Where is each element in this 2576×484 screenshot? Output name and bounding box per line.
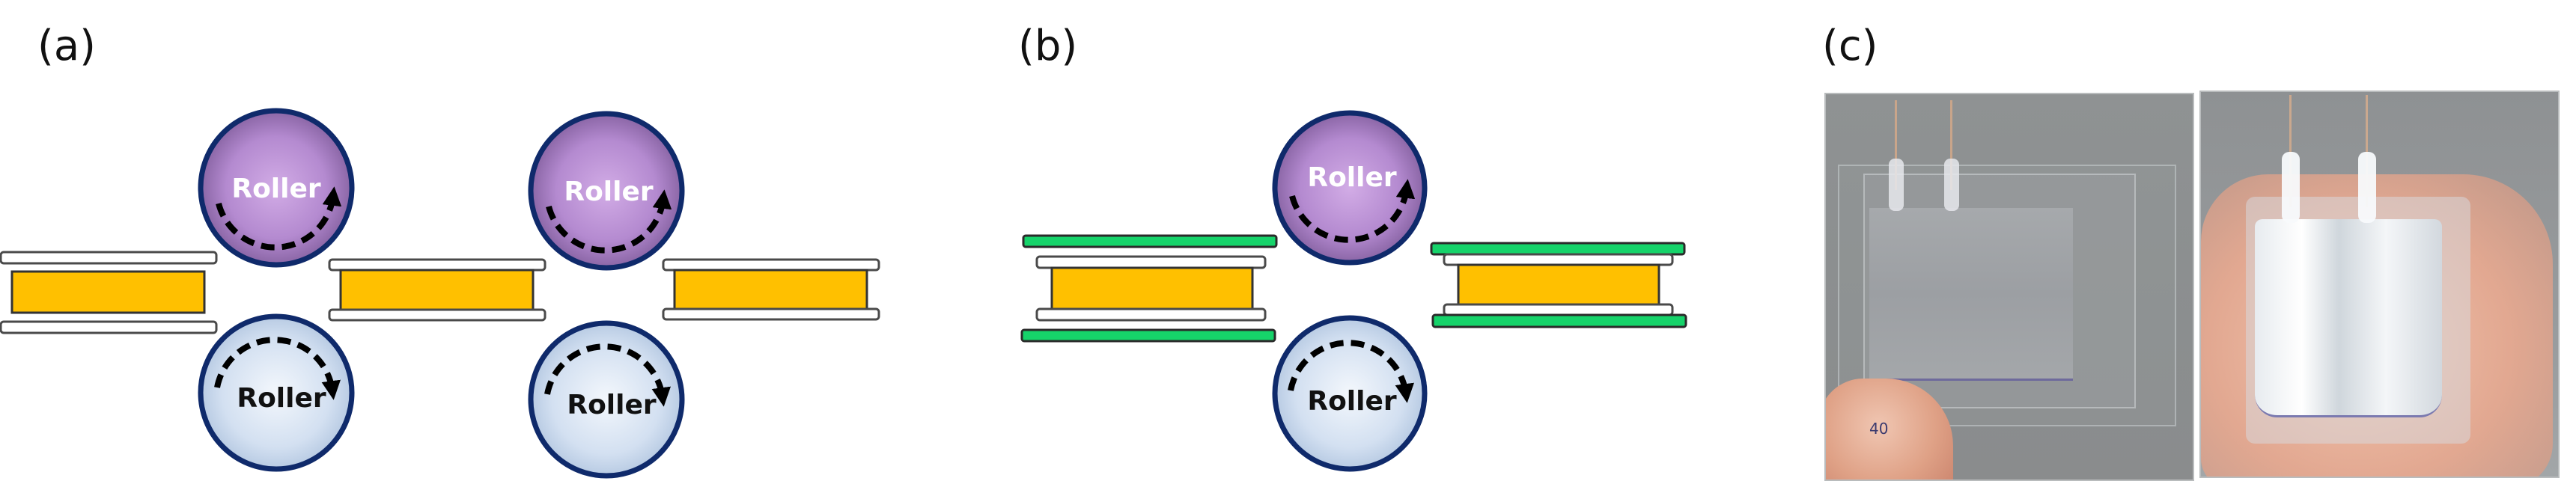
film-layer-top: [662, 258, 880, 272]
stack-unlaminated: [0, 251, 218, 334]
panel-label-c: (c): [1822, 22, 1878, 70]
film-layer-top: [1035, 255, 1267, 269]
wire-lead-left: [1895, 100, 1897, 190]
wire-joint-right: [2358, 152, 2376, 223]
stack-laminated-2: [662, 258, 880, 321]
core-layer: [10, 270, 206, 314]
rotation-arrow-icon: [1289, 179, 1416, 243]
core-layer: [673, 269, 868, 311]
bent-device-active-area: [2255, 219, 2442, 417]
outer-film-top: [1430, 242, 1686, 256]
outer-film-bottom: [1431, 313, 1687, 328]
wire-lead-right: [2366, 95, 2368, 207]
film-layer-top: [1443, 253, 1674, 266]
roller-bottom: Roller: [198, 313, 355, 472]
roller-label: Roller: [237, 383, 326, 414]
bent-device-photo: [2199, 91, 2560, 478]
rotation-arrow-icon: [544, 343, 671, 407]
panel-label-a: (a): [37, 22, 97, 70]
roller-bottom: Roller: [528, 320, 685, 479]
roller-label: Roller: [231, 174, 321, 204]
outer-film-bottom: [1020, 328, 1276, 343]
panel-b-diagram: Roller Roller: [1020, 110, 1687, 472]
stack-with-outer-film-unlaminated: [1020, 234, 1278, 343]
rotation-arrow-icon: [546, 189, 672, 254]
wire-lead-right: [1950, 100, 1952, 190]
core-layer: [1050, 266, 1254, 310]
rotation-arrow-icon: [1288, 340, 1414, 403]
film-layer-top: [328, 258, 546, 272]
roller-label: Roller: [567, 390, 657, 420]
rotation-arrow-icon: [214, 337, 341, 400]
flat-device-photo: 40: [1824, 93, 2194, 481]
core-layer: [339, 269, 535, 311]
film-layer-bottom: [0, 320, 218, 334]
wire-joint-right: [1944, 159, 1959, 211]
rotation-arrow-icon: [216, 186, 342, 251]
wire-joint-left: [2282, 152, 2300, 223]
roller-label: Roller: [564, 177, 654, 207]
film-layer-bottom: [1035, 307, 1267, 322]
panel-label-b: (b): [1018, 22, 1078, 70]
core-layer: [1457, 263, 1660, 306]
stack-laminated-1: [328, 258, 546, 322]
roller-top: Roller: [198, 108, 355, 268]
device-active-area: [1869, 208, 2073, 381]
roller-top: Roller: [528, 111, 685, 271]
film-layer-bottom: [1443, 303, 1674, 316]
stack-with-outer-film-laminated: [1430, 242, 1687, 328]
film-layer-bottom: [662, 307, 880, 321]
outer-film-top: [1022, 234, 1278, 248]
roller-top: Roller: [1272, 110, 1428, 266]
film-layer-top: [0, 251, 218, 265]
film-layer-bottom: [328, 308, 546, 322]
lamination-diagram: Roller Roller Roller Roller: [0, 108, 1687, 479]
roller-label: Roller: [1307, 386, 1397, 417]
roller-label: Roller: [1307, 162, 1397, 193]
roller-bottom: Roller: [1272, 315, 1428, 472]
wire-lead-left: [2289, 95, 2292, 207]
marker-text: 40: [1869, 420, 1889, 438]
wire-joint-left: [1889, 159, 1904, 211]
panel-a-diagram: Roller Roller Roller Roller: [0, 108, 880, 479]
